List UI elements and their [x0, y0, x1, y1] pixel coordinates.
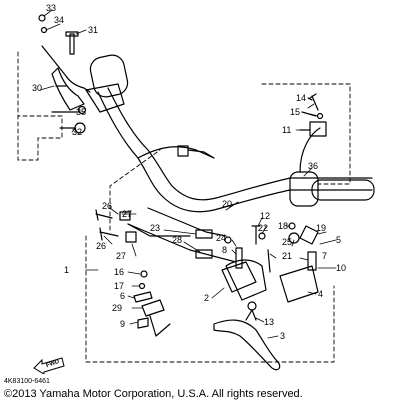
callout-30: 30 — [32, 83, 43, 93]
callout-27b: 27 — [116, 251, 127, 261]
copyright-notice: ©2013 Yamaha Motor Corporation, U.S.A. A… — [4, 388, 303, 400]
front-brake-lever — [213, 319, 281, 371]
callout-10: 10 — [336, 263, 347, 273]
part-28-adjuster — [195, 249, 213, 259]
leader-lines — [39, 9, 337, 339]
callout-22: 22 — [258, 223, 269, 233]
callout-4: 4 — [318, 289, 324, 299]
callout-11: 11 — [282, 125, 292, 135]
left-lever-body — [51, 67, 85, 111]
callout-5: 5 — [336, 235, 342, 245]
callout-17: 17 — [114, 281, 125, 291]
part-26-bolt-b — [99, 227, 119, 241]
left-grip — [89, 54, 129, 98]
part-2-bracket — [221, 261, 257, 293]
callout-33: 33 — [46, 3, 57, 13]
part-25-spring — [288, 232, 300, 244]
part-29-leaders — [149, 315, 171, 337]
callout-16: 16 — [114, 267, 125, 277]
callout-15: 15 — [290, 107, 301, 117]
part-26-bolt-a — [95, 209, 113, 221]
cable-lower — [127, 223, 237, 263]
callout-9: 9 — [120, 319, 126, 329]
part-9-bolt — [137, 317, 149, 329]
switch-housing — [289, 171, 319, 207]
callout-28: 28 — [172, 235, 183, 245]
callout-20: 20 — [222, 199, 233, 209]
right-switch-box — [261, 83, 351, 185]
cable-leaders — [127, 223, 191, 237]
cable-upper — [147, 207, 227, 237]
callout-6: 6 — [120, 291, 126, 301]
callout-23: 23 — [150, 223, 161, 233]
diagram-part-code: 4K83100-6461 — [4, 378, 50, 385]
part-19-cap — [299, 225, 319, 245]
callout-8: 8 — [222, 245, 228, 255]
part-12-bolt — [251, 225, 261, 245]
callout-3: 3 — [280, 331, 286, 341]
callout-25: 25 — [282, 237, 293, 247]
part-6-plate — [133, 291, 153, 303]
callout-14: 14 — [296, 93, 307, 103]
part-11-switch — [309, 121, 327, 137]
callout-1: 1 — [64, 265, 70, 275]
part-16-screw — [140, 270, 148, 278]
callout-21: 21 — [282, 251, 293, 261]
part-8-pin — [235, 247, 243, 269]
part-33-screw — [38, 14, 46, 22]
callout-2: 2 — [204, 293, 210, 303]
cable-connector — [177, 145, 189, 157]
callout-32: 32 — [72, 127, 83, 137]
master-cylinder-body — [225, 259, 267, 301]
callout-13: 13 — [264, 317, 275, 327]
callout-29: 29 — [112, 303, 123, 313]
part-14-screw — [309, 93, 319, 111]
part-32-washer — [74, 122, 86, 134]
crossbar — [137, 146, 215, 159]
callout-26a: 26 — [102, 201, 113, 211]
callout-34: 34 — [54, 15, 65, 25]
callout-12: 12 — [260, 211, 271, 221]
callout-35: 35 — [76, 107, 87, 117]
callout-27a: 27 — [122, 209, 133, 219]
part-21-rod — [267, 249, 271, 273]
part-13-bolt — [247, 301, 257, 311]
part-27-fitting-b — [125, 231, 137, 243]
connector-wire — [187, 149, 215, 159]
part-35-nut — [77, 105, 87, 115]
callout-18: 18 — [278, 221, 289, 231]
part-27-fitting-a — [119, 211, 131, 221]
handlebar-tube — [97, 91, 373, 213]
left-lever — [41, 45, 91, 93]
throttle-wire — [299, 127, 321, 173]
callout-31: 31 — [88, 25, 99, 35]
part-4-cylinder — [279, 265, 319, 303]
callout-36: 36 — [308, 161, 319, 171]
handlebar-tube-inner — [107, 87, 373, 201]
part-13-leaders — [245, 309, 257, 321]
part-29-bracket — [141, 299, 165, 317]
part-31-bolt — [65, 31, 79, 55]
part-7-spring — [307, 251, 317, 271]
part-22-washer — [258, 232, 266, 240]
part-24-washer — [224, 236, 232, 244]
fwd-arrow-icon — [33, 357, 65, 374]
callout-24: 24 — [216, 233, 227, 243]
left-group-box — [17, 51, 63, 161]
callout-19: 19 — [316, 223, 327, 233]
main-group-box — [85, 149, 335, 363]
left-clamp — [85, 83, 125, 113]
callout-26b: 26 — [96, 241, 107, 251]
callout-7: 7 — [322, 251, 328, 261]
right-grip — [311, 179, 375, 201]
